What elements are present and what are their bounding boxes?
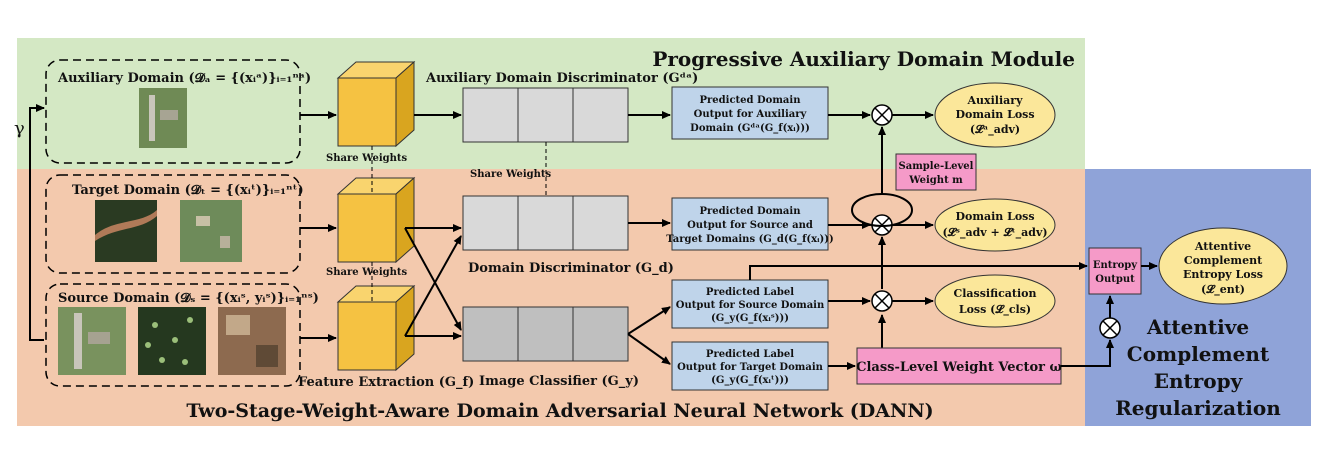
auxiliary-module-title: Progressive Auxiliary Domain Module (652, 47, 1075, 71)
source-domain-label: Source Domain (𝓓ₛ = {(xᵢˢ, yᵢˢ)}ᵢ₌₁ⁿˢ) (58, 291, 319, 306)
arrow-cls-to-source-out (627, 306, 671, 335)
label-source-line-1: Predicted Label (706, 287, 794, 298)
aux-loss-line-1: Auxiliary (967, 94, 1024, 107)
domain-discriminator-bar (462, 195, 629, 251)
auxiliary-image-thumb (139, 88, 187, 148)
sample-weight-line-2: Weight m (908, 175, 963, 186)
aux-output-box (671, 86, 829, 140)
entropy-reg-title-1: Attentive (1146, 315, 1249, 339)
auxiliary-discriminator-label: Auxiliary Domain Discriminator (Gᵈᵃ) (425, 71, 698, 86)
class-weight-box (856, 347, 1062, 385)
entropy-reg-title-2: Complement (1127, 342, 1270, 366)
label-target-output-box (671, 341, 829, 391)
feature-cube-target (336, 176, 416, 264)
entropy-output-box (1088, 247, 1142, 295)
entropy-output-line-1: Entropy (1093, 260, 1138, 271)
entropy-loss-ellipse (1158, 227, 1288, 305)
aux-output-line-2: Output for Auxiliary (694, 109, 808, 120)
aux-loss-line-2: Domain Loss (955, 108, 1034, 121)
entropy-loss-line-3: Entropy Loss (1183, 268, 1263, 281)
entropy-reg-title-4: Regularization (1115, 396, 1281, 420)
image-classifier-label: Image Classifier (G_y) (479, 374, 639, 389)
arrow-targetcube-to-cls (404, 227, 462, 331)
target-image-thumb-1 (95, 200, 157, 262)
multiply-node-aux (871, 104, 893, 126)
domain-output-box (671, 197, 829, 251)
feature-cube-auxiliary (336, 60, 416, 148)
auxiliary-domain-box (45, 59, 301, 164)
image-classifier-bar (462, 306, 629, 362)
label-target-line-3: (G_y(G_f(xᵢᵗ))) (711, 375, 789, 386)
gamma-label: γ (14, 118, 25, 139)
auxiliary-domain-label: Auxiliary Domain (𝓓ₐ = {(xᵢᵃ)}ᵢ₌₁ⁿᵃ) (57, 71, 311, 86)
entropy-output-line-2: Output (1095, 274, 1135, 285)
domain-output-line-3: Target Domains (G_d(G_f(xᵢ))) (666, 234, 833, 245)
domain-output-line-1: Predicted Domain (700, 206, 802, 217)
label-target-line-2: Output for Target Domain (677, 362, 824, 373)
line-classweight-to-entropy-mult (1061, 339, 1114, 367)
aux-loss-ellipse (934, 82, 1056, 148)
feature-extraction-label: Feature Extraction (G_f) (298, 375, 474, 390)
domain-loss-ellipse (934, 198, 1056, 252)
label-source-output-box (671, 279, 829, 329)
entropy-loss-line-4: (𝓛_ent) (1201, 283, 1245, 297)
domain-discriminator-label: Domain Discriminator (G_d) (468, 261, 674, 276)
source-image-thumb-1 (58, 307, 126, 375)
auxiliary-discriminator-bar (462, 87, 629, 143)
domain-output-line-2: Output for Source and (687, 220, 813, 231)
entropy-reg-title-3: Entropy (1154, 369, 1244, 393)
entropy-loss-line-2: Complement (1184, 254, 1263, 267)
class-weight-label: Class-Level Weight Vector ω (856, 360, 1062, 375)
aux-output-line-3: Domain (Gᵈᵃ(G_f(xᵢ))) (690, 123, 810, 134)
dann-title: Two-Stage-Weight-Aware Domain Adversaria… (186, 400, 933, 422)
feature-cube-source (336, 284, 416, 372)
share-weights-label-1: Share Weights (326, 153, 408, 164)
sample-weight-box (895, 153, 977, 191)
label-source-line-2: Output for Source Domain (676, 300, 825, 311)
aux-output-line-1: Predicted Domain (700, 95, 802, 106)
aux-loss-line-3: (𝓛ᵃ_adv) (970, 123, 1020, 137)
cls-loss-line-2: Loss (𝓛_cls) (959, 303, 1031, 317)
source-image-thumb-2 (138, 307, 206, 375)
cls-loss-ellipse (934, 274, 1056, 328)
share-weights-label-3: Share Weights (470, 169, 552, 180)
domain-loss-line-1: Domain Loss (955, 210, 1034, 223)
arrow-cls-to-target-out (627, 333, 671, 365)
gamma-path (29, 104, 45, 341)
label-source-line-3: (G_y(G_f(xᵢˢ))) (711, 313, 789, 324)
sample-weight-line-1: Sample-Level (899, 161, 974, 172)
cls-loss-line-1: Classification (953, 287, 1036, 300)
multiply-node-entropy (1099, 317, 1121, 339)
label-target-line-1: Predicted Label (706, 349, 794, 360)
entropy-loss-line-1: Attentive (1194, 240, 1251, 253)
source-image-thumb-3 (218, 307, 286, 375)
line-srcout-to-entropy (749, 262, 1088, 280)
multiply-node-cls (871, 290, 893, 312)
share-weights-label-2: Share Weights (326, 267, 408, 278)
domain-loss-line-2: (𝓛ˢ_adv + 𝓛ᵗ_adv) (942, 226, 1047, 240)
arrow-sourcecube-to-disc (404, 235, 462, 337)
target-domain-label: Target Domain (𝓓ₜ = {(xᵢᵗ)}ᵢ₌₁ⁿᵗ) (72, 183, 304, 198)
source-domain-box (45, 283, 301, 387)
target-image-thumb-2 (180, 200, 242, 262)
